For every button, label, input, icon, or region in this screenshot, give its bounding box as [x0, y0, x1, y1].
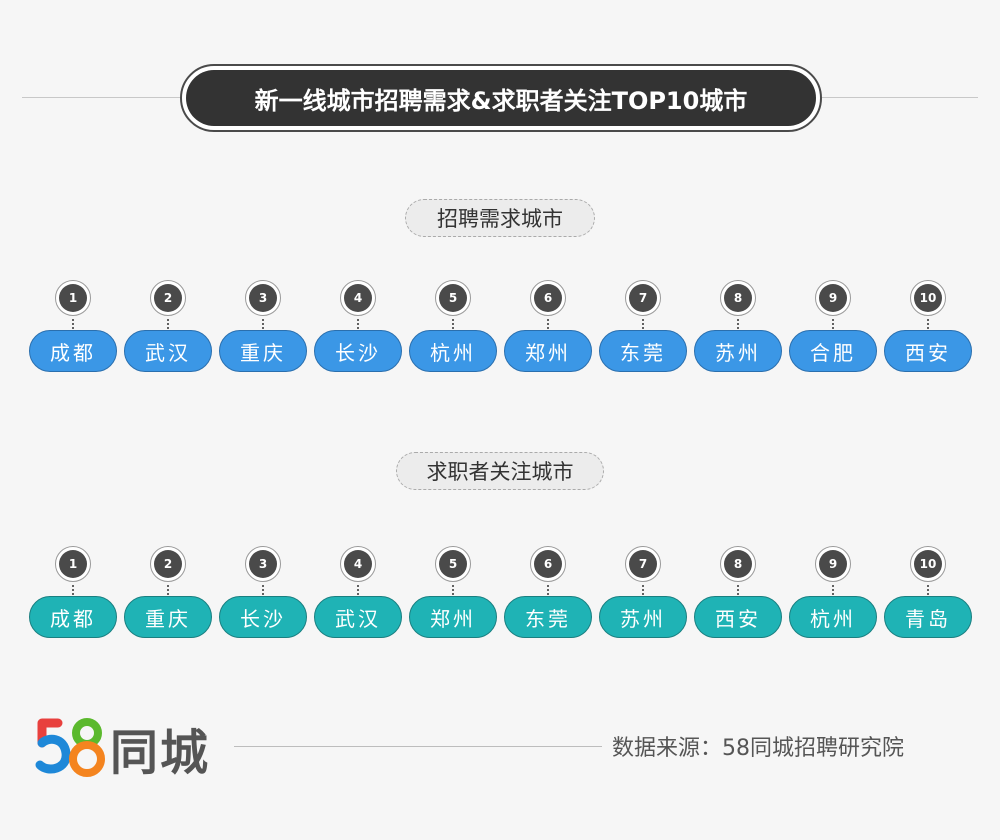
rank-item: 1 成都	[29, 280, 117, 380]
city-pill: 长沙	[219, 596, 307, 638]
city-pill: 青岛	[884, 596, 972, 638]
city-pill: 武汉	[314, 596, 402, 638]
title-divider-left	[22, 97, 180, 98]
rank-item: 9 合肥	[789, 280, 877, 380]
footer-divider	[234, 746, 602, 747]
rank-badge: 2	[150, 546, 186, 582]
rank-item: 3 长沙	[219, 546, 307, 646]
rank-badge: 1	[55, 280, 91, 316]
rank-item: 4 武汉	[314, 546, 402, 646]
dotted-connector	[927, 584, 929, 596]
title-banner: 新一线城市招聘需求&求职者关注TOP10城市	[0, 64, 1000, 132]
title-divider-right	[822, 97, 978, 98]
city-pill: 郑州	[504, 330, 592, 372]
rank-badge: 8	[720, 546, 756, 582]
city-pill: 苏州	[599, 596, 687, 638]
data-source: 数据来源：58同城招聘研究院	[612, 736, 904, 761]
recruitment-demand-row: 1 成都 2 武汉 3 重庆 4 长沙 5 杭州 6 郑州 7 东莞 8 苏州 …	[0, 280, 1000, 380]
rank-badge: 3	[245, 546, 281, 582]
page-title: 新一线城市招聘需求&求职者关注TOP10城市	[186, 70, 816, 126]
city-pill: 重庆	[124, 596, 212, 638]
dotted-connector	[357, 318, 359, 330]
dotted-connector	[452, 318, 454, 330]
rank-item: 1 成都	[29, 546, 117, 646]
city-pill: 东莞	[504, 596, 592, 638]
dotted-connector	[262, 318, 264, 330]
rank-item: 6 郑州	[504, 280, 592, 380]
logo-text: 同城	[110, 725, 211, 781]
logo-58-icon	[34, 717, 106, 779]
rank-badge: 8	[720, 280, 756, 316]
dotted-connector	[737, 318, 739, 330]
rank-item: 5 杭州	[409, 280, 497, 380]
rank-badge: 9	[815, 546, 851, 582]
city-pill: 郑州	[409, 596, 497, 638]
rank-item: 10 西安	[884, 280, 972, 380]
rank-badge: 4	[340, 546, 376, 582]
city-pill: 西安	[884, 330, 972, 372]
dotted-connector	[547, 584, 549, 596]
section-label-recruitment-demand: 招聘需求城市	[405, 199, 595, 237]
rank-badge: 9	[815, 280, 851, 316]
dotted-connector	[357, 584, 359, 596]
dotted-connector	[547, 318, 549, 330]
dotted-connector	[832, 584, 834, 596]
rank-badge: 10	[910, 546, 946, 582]
dotted-connector	[832, 318, 834, 330]
rank-item: 5 郑州	[409, 546, 497, 646]
dotted-connector	[642, 584, 644, 596]
city-pill: 杭州	[789, 596, 877, 638]
rank-badge: 10	[910, 280, 946, 316]
city-pill: 武汉	[124, 330, 212, 372]
city-pill: 东莞	[599, 330, 687, 372]
rank-item: 2 武汉	[124, 280, 212, 380]
rank-badge: 6	[530, 546, 566, 582]
rank-item: 3 重庆	[219, 280, 307, 380]
rank-item: 7 东莞	[599, 280, 687, 380]
title-frame: 新一线城市招聘需求&求职者关注TOP10城市	[180, 64, 822, 132]
rank-item: 7 苏州	[599, 546, 687, 646]
rank-item: 2 重庆	[124, 546, 212, 646]
rank-badge: 4	[340, 280, 376, 316]
rank-badge: 5	[435, 280, 471, 316]
rank-badge: 2	[150, 280, 186, 316]
rank-badge: 7	[625, 546, 661, 582]
rank-badge: 7	[625, 280, 661, 316]
rank-badge: 6	[530, 280, 566, 316]
rank-item: 10 青岛	[884, 546, 972, 646]
jobseeker-focus-row: 1 成都 2 重庆 3 长沙 4 武汉 5 郑州 6 东莞 7 苏州 8 西安 …	[0, 546, 1000, 646]
city-pill: 长沙	[314, 330, 402, 372]
rank-item: 4 长沙	[314, 280, 402, 380]
section-label-jobseeker-focus: 求职者关注城市	[396, 452, 604, 490]
rank-item: 6 东莞	[504, 546, 592, 646]
rank-badge: 1	[55, 546, 91, 582]
city-pill: 成都	[29, 596, 117, 638]
rank-item: 8 西安	[694, 546, 782, 646]
city-pill: 重庆	[219, 330, 307, 372]
city-pill: 杭州	[409, 330, 497, 372]
dotted-connector	[927, 318, 929, 330]
dotted-connector	[642, 318, 644, 330]
dotted-connector	[167, 584, 169, 596]
rank-badge: 5	[435, 546, 471, 582]
city-pill: 合肥	[789, 330, 877, 372]
dotted-connector	[72, 584, 74, 596]
rank-badge: 3	[245, 280, 281, 316]
city-pill: 苏州	[694, 330, 782, 372]
dotted-connector	[262, 584, 264, 596]
rank-item: 9 杭州	[789, 546, 877, 646]
rank-item: 8 苏州	[694, 280, 782, 380]
city-pill: 西安	[694, 596, 782, 638]
brand-logo: 同城	[34, 716, 211, 781]
dotted-connector	[737, 584, 739, 596]
dotted-connector	[167, 318, 169, 330]
dotted-connector	[452, 584, 454, 596]
dotted-connector	[72, 318, 74, 330]
city-pill: 成都	[29, 330, 117, 372]
